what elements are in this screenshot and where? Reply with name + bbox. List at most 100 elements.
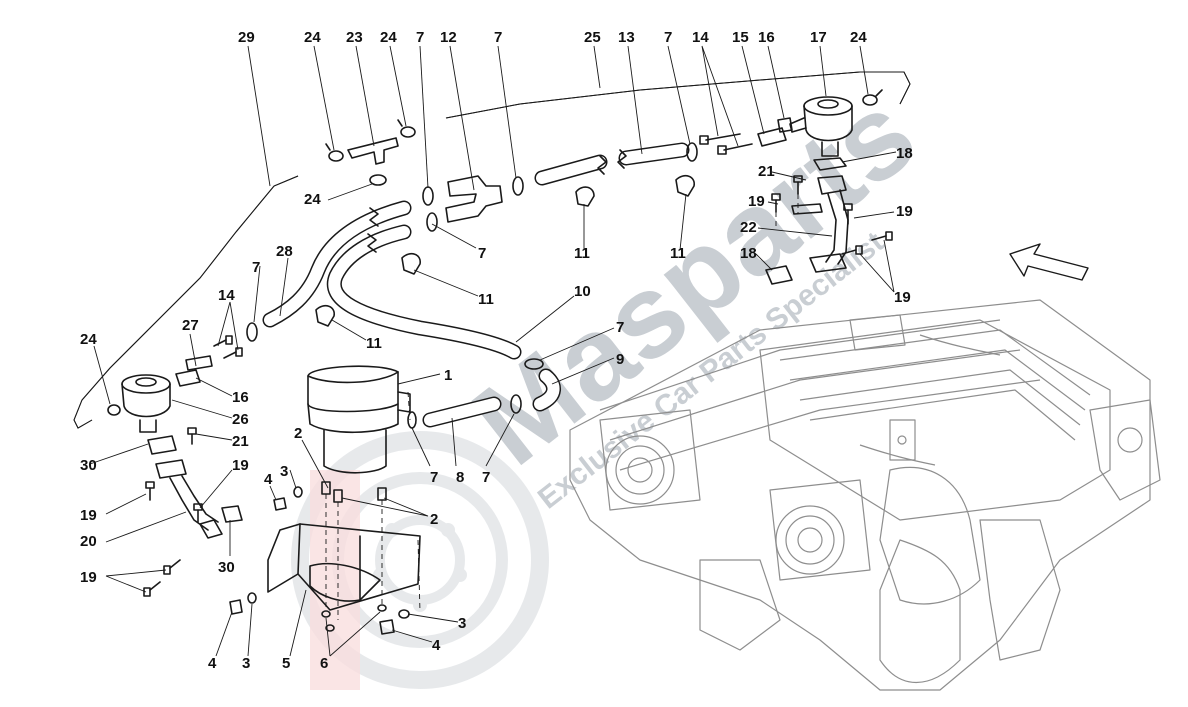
callout-7: 7 — [494, 29, 502, 46]
callout-13: 13 — [618, 29, 635, 46]
bolt-19-e — [145, 481, 155, 501]
callout-24: 24 — [304, 29, 321, 46]
engine-intake-assembly — [569, 299, 1161, 691]
callout-24: 24 — [850, 29, 867, 46]
mounting-bracket-5 — [267, 523, 421, 611]
callout-17: 17 — [810, 29, 827, 46]
hose-clamp-7-e — [524, 358, 544, 370]
bolt-19-c — [841, 245, 863, 255]
bracket-16-b — [175, 369, 201, 387]
hose-clamp-7-g — [510, 394, 522, 414]
callout-7: 7 — [430, 469, 438, 486]
callout-7: 7 — [252, 259, 260, 276]
bolt-19-b — [843, 203, 853, 225]
callout-11: 11 — [366, 335, 382, 352]
gasket-30-b — [221, 505, 243, 523]
gasket-18-b — [765, 265, 793, 285]
watermark-disc-logo — [291, 431, 549, 690]
callout-9: 9 — [616, 351, 624, 368]
tee-fitting-23 — [347, 137, 399, 165]
hose-clamp-7-b — [512, 176, 524, 196]
callout-2: 2 — [430, 511, 438, 528]
callout-2: 2 — [294, 425, 302, 442]
tee-fitting-12 — [445, 175, 503, 223]
secondary-air-pump-1 — [307, 365, 411, 474]
callout-4: 4 — [432, 637, 441, 654]
bracket-27 — [185, 355, 213, 371]
check-valve-17 — [789, 96, 853, 157]
clamp-24-d — [862, 89, 883, 106]
callout-3: 3 — [242, 655, 250, 672]
callout-19: 19 — [80, 569, 97, 586]
callout-1: 1 — [444, 367, 452, 384]
callout-10: 10 — [574, 283, 591, 300]
bolt-14-c — [213, 335, 233, 347]
clip-11-a — [575, 186, 595, 207]
bolt-14-d — [223, 347, 243, 359]
callout-14: 14 — [218, 287, 235, 304]
clip-11-d — [315, 304, 335, 327]
watermark-brand: Masparts — [450, 68, 940, 491]
washer-3-b — [247, 592, 257, 604]
callout-20: 20 — [80, 533, 97, 550]
clamp-24-c — [369, 174, 387, 186]
hose-clamp-7-d — [246, 322, 258, 342]
direction-arrow — [1009, 243, 1089, 281]
callout-12: 12 — [440, 29, 457, 46]
callout-25: 25 — [584, 29, 601, 46]
clip-11-b — [675, 174, 695, 197]
callout-11: 11 — [574, 245, 590, 262]
callout-19: 19 — [896, 203, 913, 220]
bolt-21-b — [187, 427, 197, 445]
callout-19: 19 — [80, 507, 97, 524]
callout-16: 16 — [758, 29, 775, 46]
callout-24: 24 — [80, 331, 97, 348]
callout-11: 11 — [670, 245, 686, 262]
callout-24: 24 — [304, 191, 321, 208]
clamp-24-a — [325, 143, 344, 162]
callout-16: 16 — [232, 389, 249, 406]
grommet-6 — [321, 604, 387, 632]
washer-3-a — [293, 486, 303, 498]
callout-7: 7 — [664, 29, 672, 46]
callout-11: 11 — [478, 291, 494, 308]
hose-29 — [73, 175, 299, 429]
callout-27: 27 — [182, 317, 199, 334]
callout-7: 7 — [478, 245, 486, 262]
callout-23: 23 — [346, 29, 363, 46]
callout-30: 30 — [218, 559, 235, 576]
check-valve-26 — [121, 374, 171, 433]
bolt-19-g — [163, 559, 181, 575]
callout-4: 4 — [208, 655, 217, 672]
callout-19: 19 — [748, 193, 765, 210]
bracket-16-a — [777, 117, 793, 133]
callout-30: 30 — [80, 457, 97, 474]
bracket-15 — [757, 127, 787, 147]
nut-4-c — [379, 619, 395, 635]
bolt-19-a — [771, 193, 781, 213]
gasket-30-a — [147, 435, 177, 455]
callout-6: 6 — [320, 655, 328, 672]
callout-4: 4 — [264, 471, 273, 488]
bolt-19-h — [143, 581, 161, 597]
callout-24: 24 — [380, 29, 397, 46]
callout-28: 28 — [276, 243, 293, 260]
callout-18: 18 — [896, 145, 913, 162]
callout-19: 19 — [232, 457, 249, 474]
callout-3: 3 — [280, 463, 288, 480]
callout-7: 7 — [616, 319, 624, 336]
callout-26: 26 — [232, 411, 249, 428]
clip-11-c — [401, 252, 421, 275]
flange-pipe-20 — [155, 459, 223, 539]
washer-3-c — [398, 609, 410, 619]
callout-29: 29 — [238, 29, 255, 46]
callout-3: 3 — [458, 615, 466, 632]
callout-22: 22 — [740, 219, 757, 236]
callout-19: 19 — [894, 289, 911, 306]
callout-8: 8 — [456, 469, 464, 486]
nut-4-b — [229, 599, 243, 615]
bolt-19-f — [193, 503, 203, 523]
callout-5: 5 — [282, 655, 290, 672]
callout-21: 21 — [758, 163, 775, 180]
clamp-24-b — [397, 119, 416, 138]
